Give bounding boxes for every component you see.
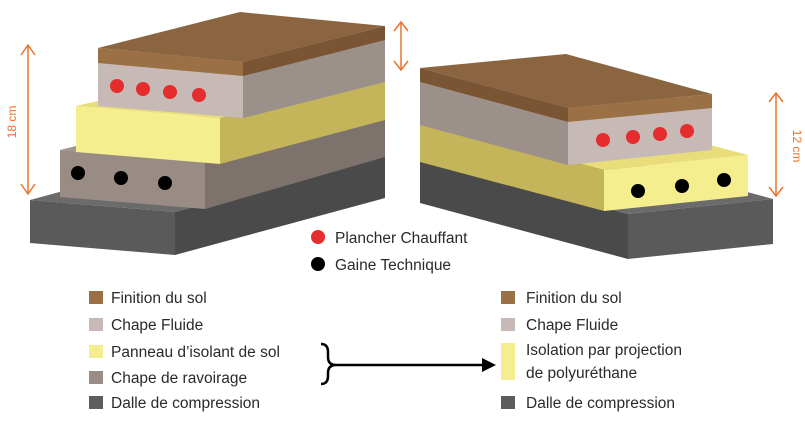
legend-right-label: Chape Fluide	[526, 317, 618, 334]
legend-swatch-chape-fluide	[89, 318, 103, 331]
legend-left-label: Finition du sol	[111, 290, 207, 307]
heating-dot	[192, 88, 206, 102]
left-height-label: 18 cm	[5, 106, 19, 139]
heating-dot	[596, 133, 610, 147]
technical-dot-legend-label: Gaine Technique	[335, 257, 451, 274]
technical-dot	[717, 173, 731, 187]
right-height-dimension	[768, 91, 784, 198]
legend-swatch-dalle	[89, 396, 103, 409]
technical-dot	[158, 176, 172, 190]
technical-dot	[71, 166, 85, 180]
heating-dot	[163, 85, 177, 99]
technical-dot-legend-icon	[311, 257, 325, 271]
heating-dot-legend-icon	[311, 230, 325, 244]
legend-swatch-dalle	[501, 396, 515, 409]
dot-legend: Plancher Chauffant Gaine Technique	[311, 230, 468, 274]
legend-swatch-finition	[501, 291, 515, 304]
curly-brace	[320, 342, 337, 386]
heating-dot-legend-label: Plancher Chauffant	[335, 230, 468, 247]
right-finition-layer	[420, 54, 712, 122]
heating-dot	[626, 130, 640, 144]
legend-left-label: Panneau d’isolant de sol	[111, 344, 280, 361]
heating-dot	[680, 124, 694, 138]
legend-left-label: Chape de ravoirage	[111, 370, 247, 387]
legend-right-label: Finition du sol	[526, 290, 622, 307]
legend-left-label: Dalle de compression	[111, 395, 260, 412]
replacement-arrow	[320, 342, 496, 386]
legend-swatch-isolant	[501, 343, 515, 380]
legend-swatch-chape-fluide	[501, 318, 515, 331]
technical-dot	[114, 171, 128, 185]
arrow-head	[482, 358, 496, 372]
legend-right-label: Dalle de compression	[526, 395, 675, 412]
left-floor-section: 18 cm	[5, 12, 409, 255]
legend-swatch-isolant	[89, 345, 103, 358]
legend-right-label: Isolation par projection	[526, 342, 682, 359]
right-floor-section: 12 cm	[420, 54, 804, 259]
technical-dot	[631, 184, 645, 198]
heating-dot	[653, 127, 667, 141]
legend-right: Finition du sol Chape Fluide Isolation p…	[501, 290, 682, 412]
heating-dot	[110, 79, 124, 93]
legend-right-label-line2: de polyuréthane	[526, 365, 637, 382]
legend-left-label: Chape Fluide	[111, 317, 203, 334]
legend-left: Finition du sol Chape Fluide Panneau d’i…	[89, 290, 280, 412]
heating-dot	[136, 82, 150, 96]
technical-dot	[675, 179, 689, 193]
right-height-label: 12 cm	[790, 130, 804, 163]
legend-swatch-ravoirage	[89, 371, 103, 384]
legend-swatch-finition	[89, 291, 103, 304]
left-height-dimension	[20, 43, 36, 196]
left-finition-thickness-arrow	[393, 20, 409, 72]
left-finition-layer	[98, 12, 385, 76]
